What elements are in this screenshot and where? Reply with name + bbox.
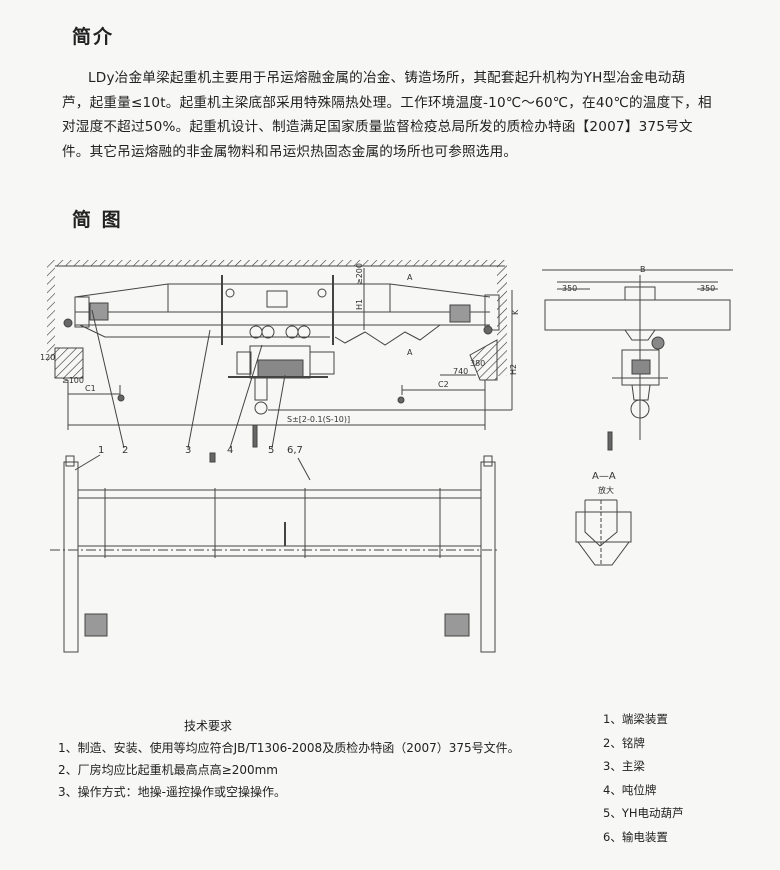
callout-5: 5 [268,445,274,456]
legend-item: 3、主梁 [603,759,645,774]
section-title: A—A [592,471,616,482]
legend-item: 1、端梁装置 [603,712,668,726]
callout-1: 1 [98,445,104,456]
requirement-item: 2、厂房均应比起重机最高点高≥200mm [58,763,278,777]
requirement-item: 1、制造、安装、使用等均应符合JB/T1306-2008及质检办特函（2007）… [58,741,520,755]
legend-item: 2、铭牌 [603,735,645,750]
dim-100: ≥100 [62,376,84,385]
legend-item: 6、输电装置 [603,829,668,844]
dim-h2: H2 [509,364,518,375]
dim-c2: C2 [438,380,449,389]
section-a-a: A—A 放大 [575,471,632,566]
intro-paragraph: LDy冶金单梁起重机主要用于吊运熔融金属的冶金、铸造场所，其配套起升机构为YH型… [62,70,712,160]
dim-c1: C1 [85,384,96,393]
section-mark-top: A [407,273,413,282]
legend-item: 4、吨位牌 [603,782,657,797]
dim-k: K [511,309,520,315]
legend-item: 5、YH电动葫芦 [603,806,684,821]
callout-3: 3 [185,445,191,456]
plan-view [50,455,500,653]
dim-200: ≥200 [355,263,364,285]
parts-legend: 1、端梁装置 2、铭牌 3、主梁 4、吨位牌 5、YH电动葫芦 6、输电装置 [603,708,684,850]
dim-740: 740 [453,367,468,376]
requirements-title: 技术要求 [184,719,233,733]
callout-6-7: 6,7 [287,445,303,456]
technical-requirements: 技术要求 1、制造、安装、使用等均应符合JB/T1306-2008及质检办特函（… [58,715,520,803]
dim-h1: H1 [355,299,364,310]
diagram-heading: 简 图 [72,209,123,231]
section-mark-bottom: A [407,348,413,357]
callout-4: 4 [227,445,233,456]
elevation-view [47,260,513,481]
section-note: 放大 [598,485,614,495]
callout-2: 2 [122,445,128,456]
intro-heading: 简介 [72,26,115,48]
requirement-item: 3、操作方式：地操-遥控操作或空操操作。 [58,785,286,799]
dim-380: 380 [470,359,485,368]
side-view [542,269,733,451]
dim-120: 120 [40,353,55,362]
dim-span: S±[2-0.1(S-10)] [287,415,350,424]
